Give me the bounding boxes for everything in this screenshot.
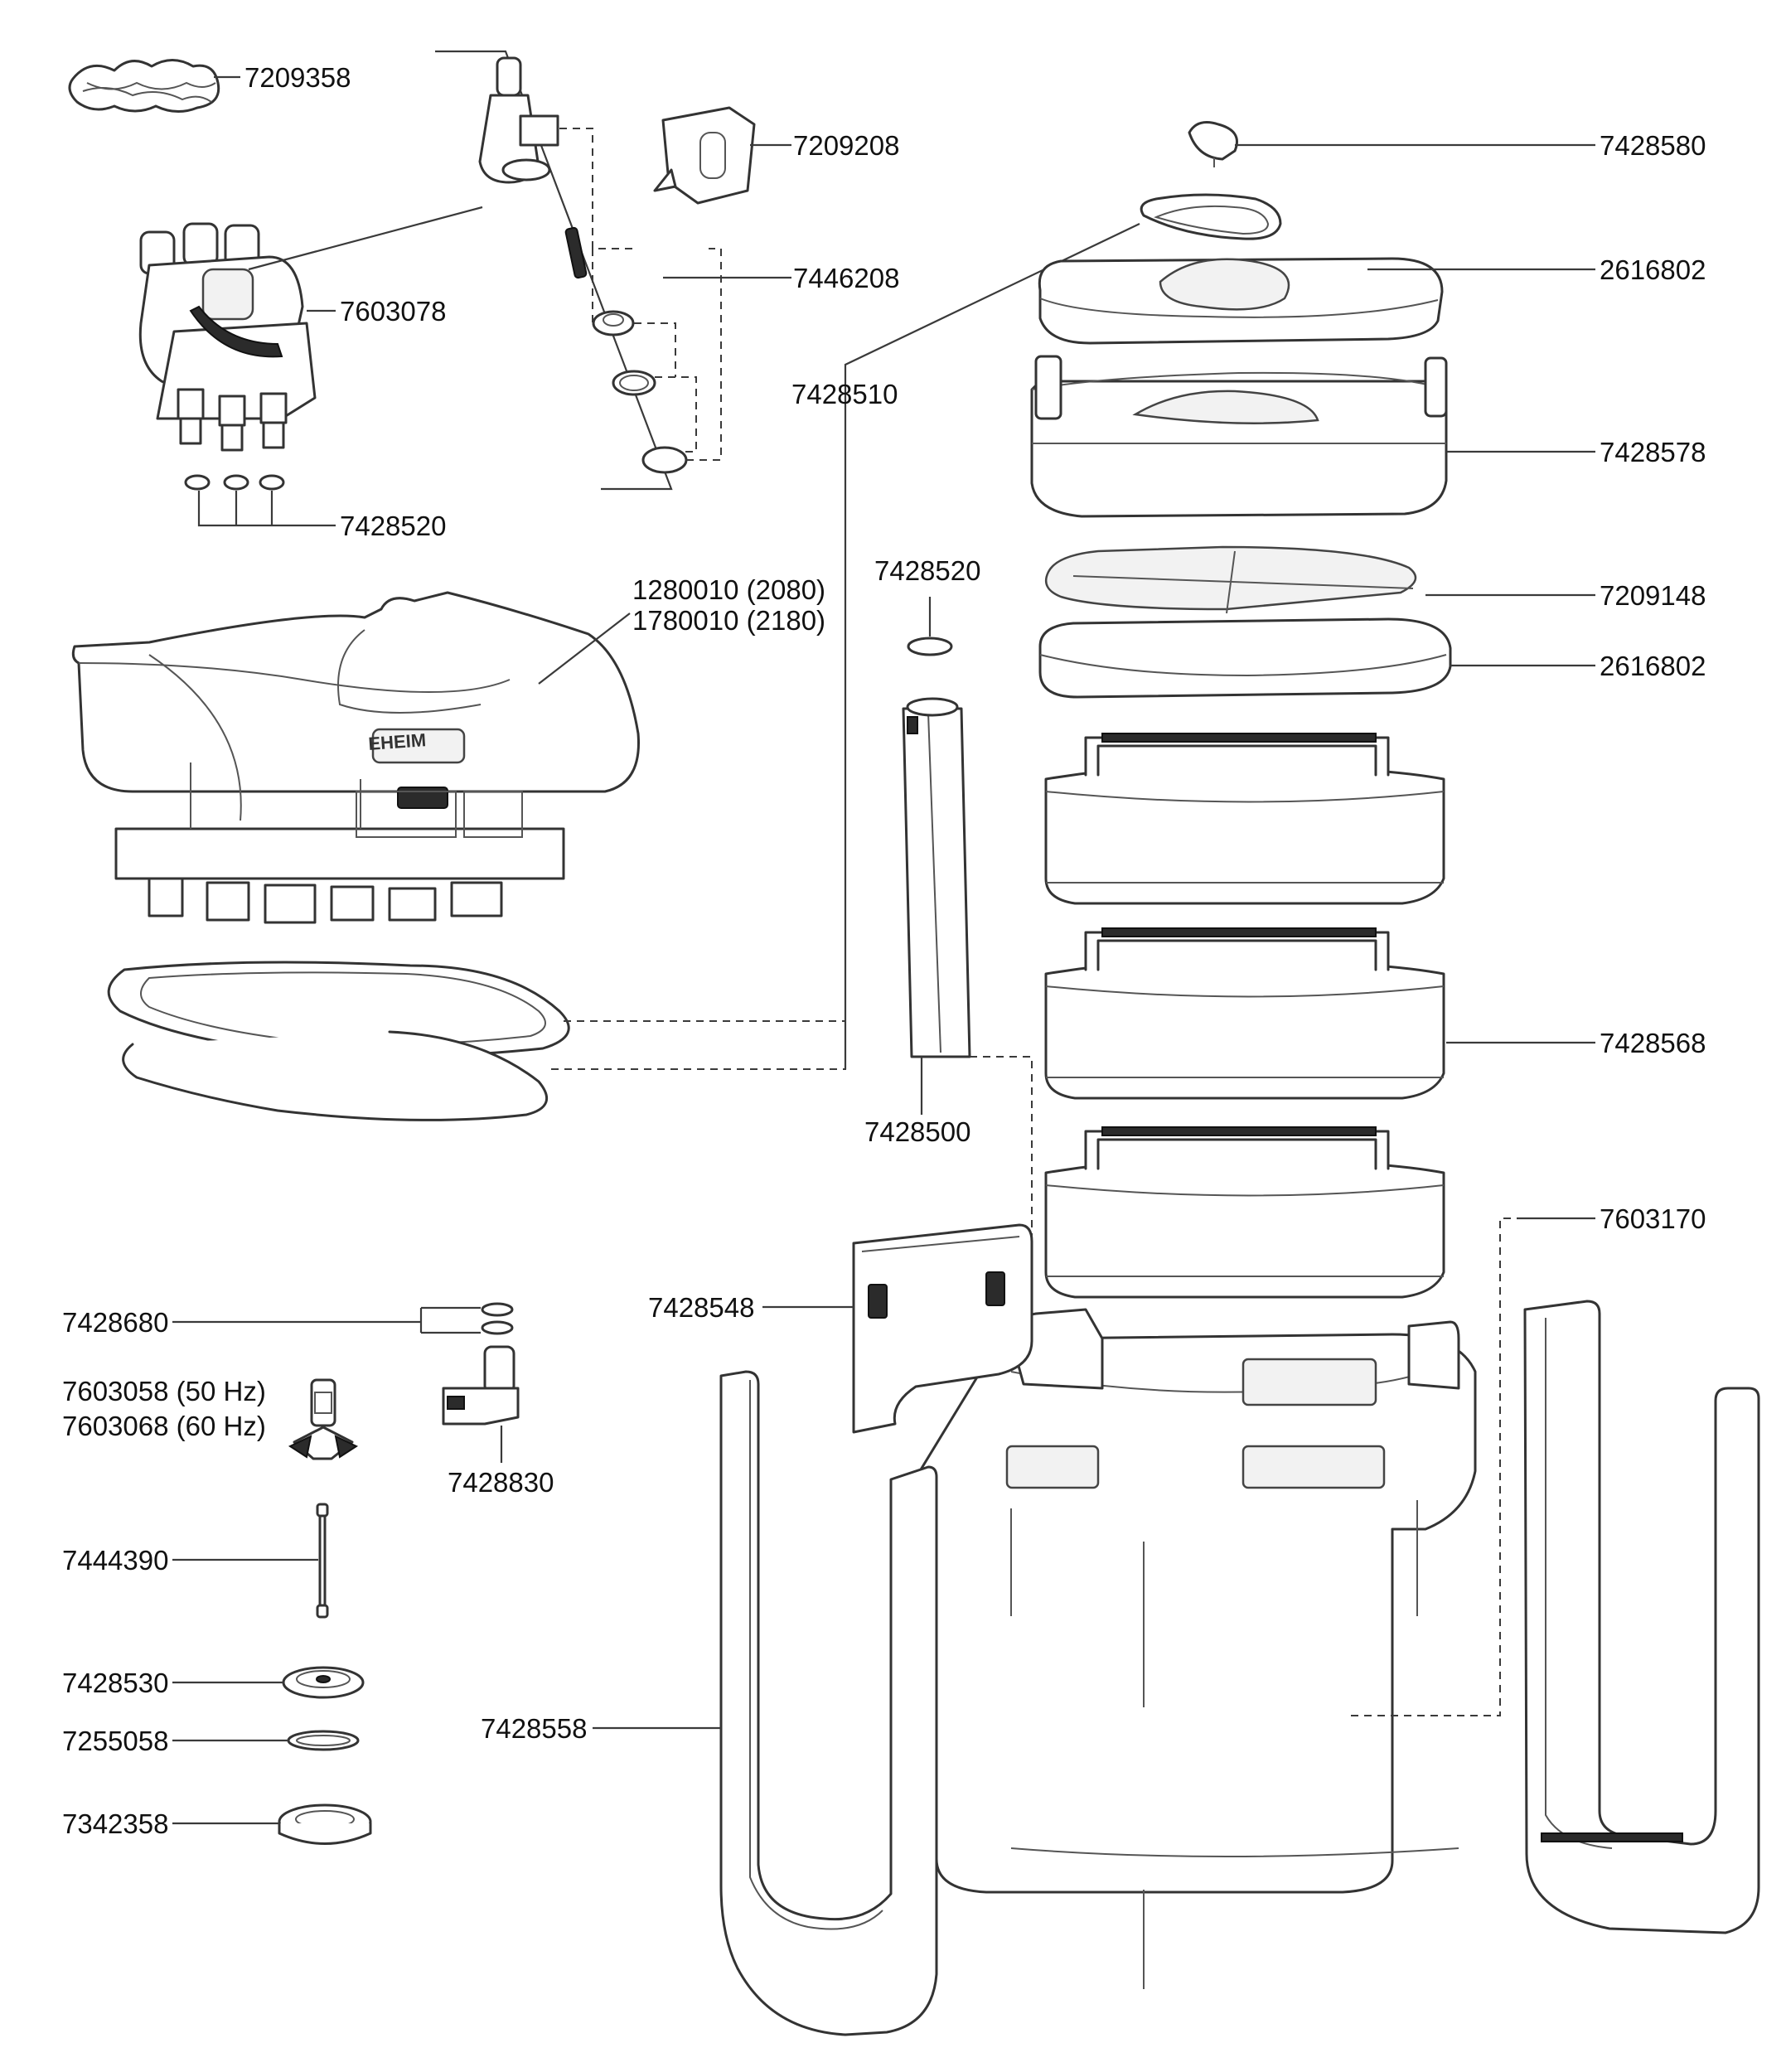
brand-mark: EHEIM bbox=[368, 729, 427, 754]
callout-2616802-pad: 2616802 bbox=[1600, 651, 1706, 681]
part-7428680-orings bbox=[481, 1302, 514, 1335]
part-7428520-oring-mid bbox=[907, 637, 953, 656]
dash-ring-1 bbox=[564, 953, 846, 1022]
part-2616802-lid bbox=[1038, 257, 1444, 345]
part-7428578-basket bbox=[1030, 355, 1448, 518]
part-oring-a bbox=[612, 370, 656, 396]
part-2616802-pad bbox=[1038, 617, 1452, 699]
callout-7428510: 7428510 bbox=[791, 379, 898, 409]
leader-pump-head bbox=[538, 612, 631, 685]
dash-adapter-5 bbox=[686, 248, 722, 461]
callout-7209208: 7209208 bbox=[793, 130, 899, 161]
callout-7603170: 7603170 bbox=[1600, 1203, 1706, 1234]
part-nut bbox=[592, 310, 635, 336]
dash-adapter-1 bbox=[559, 128, 638, 249]
part-handle-right bbox=[1523, 1300, 1760, 1934]
dash-ring-2 bbox=[551, 1021, 846, 1070]
callout-7342358: 7342358 bbox=[62, 1808, 168, 1839]
callout-1780010: 1780010 (2180) bbox=[632, 605, 825, 636]
part-7428580-small-ring bbox=[1188, 121, 1238, 167]
part-pump-head: EHEIM bbox=[71, 591, 640, 924]
callout-7428548: 7428548 bbox=[648, 1292, 754, 1323]
dash-adapter-3 bbox=[634, 322, 676, 377]
part-top-gasket bbox=[1140, 193, 1282, 240]
part-7209148-grid bbox=[1044, 545, 1417, 614]
callout-7428568: 7428568 bbox=[1600, 1028, 1706, 1058]
part-oring-b bbox=[641, 446, 688, 474]
part-filter-basket-3 bbox=[1044, 1126, 1445, 1299]
callout-7209148: 7209148 bbox=[1600, 580, 1706, 611]
group-bracket-adapter bbox=[435, 50, 673, 491]
part-7428520-orings-top bbox=[184, 474, 285, 491]
part-7603170-canister bbox=[914, 1308, 1477, 1989]
part-7603078-distributor bbox=[138, 222, 317, 452]
dash-adapter-4 bbox=[655, 376, 697, 453]
callout-7255058: 7255058 bbox=[62, 1726, 168, 1756]
callout-7428530: 7428530 bbox=[62, 1668, 168, 1698]
leader-7428680 bbox=[172, 1306, 481, 1334]
part-7428548-cover-plate bbox=[852, 1223, 1033, 1434]
part-filter-basket-2 bbox=[1044, 927, 1445, 1100]
part-7444390-shaft bbox=[316, 1503, 329, 1619]
part-7342358-cover bbox=[278, 1803, 372, 1845]
callout-7428830: 7428830 bbox=[448, 1467, 554, 1498]
callout-1280010: 1280010 (2080) bbox=[632, 574, 825, 605]
part-7209208-clip bbox=[653, 106, 756, 205]
leader-7428520-top bbox=[197, 491, 336, 527]
part-adapter-nozzle bbox=[478, 56, 559, 184]
callout-7428520-mid: 7428520 bbox=[874, 555, 980, 586]
callout-2616802-top: 2616802 bbox=[1600, 254, 1706, 285]
part-7428530-bearing bbox=[282, 1666, 365, 1699]
callout-7603058: 7603058 (50 Hz) bbox=[62, 1376, 266, 1406]
callout-7428680: 7428680 bbox=[62, 1307, 168, 1338]
part-sealing-ring bbox=[107, 961, 570, 1121]
part-7428500-riser-tube bbox=[902, 697, 971, 1058]
part-7428830-valve bbox=[442, 1345, 520, 1426]
callout-7428520-top: 7428520 bbox=[340, 511, 446, 541]
callout-7428558: 7428558 bbox=[481, 1713, 587, 1744]
callout-7428580: 7428580 bbox=[1600, 130, 1706, 161]
part-seal-rod bbox=[564, 226, 588, 279]
callout-7603068: 7603068 (60 Hz) bbox=[62, 1411, 266, 1441]
part-impeller bbox=[288, 1378, 359, 1460]
callout-7209358: 7209358 bbox=[244, 62, 351, 93]
part-7428558-handle-left bbox=[719, 1370, 938, 2036]
part-7209358-hose-clips bbox=[68, 59, 220, 113]
callout-7444390: 7444390 bbox=[62, 1545, 168, 1576]
leader-7603078-adapter bbox=[248, 206, 483, 271]
part-filter-basket-1 bbox=[1044, 733, 1445, 905]
part-7255058-ring bbox=[287, 1730, 360, 1751]
dash-canister bbox=[1351, 1218, 1517, 1716]
callout-7446208: 7446208 bbox=[793, 263, 899, 293]
callout-7428500: 7428500 bbox=[864, 1116, 970, 1147]
callout-7428578: 7428578 bbox=[1600, 437, 1706, 467]
callout-7603078: 7603078 bbox=[340, 296, 446, 327]
dash-riser bbox=[970, 1056, 1033, 1260]
